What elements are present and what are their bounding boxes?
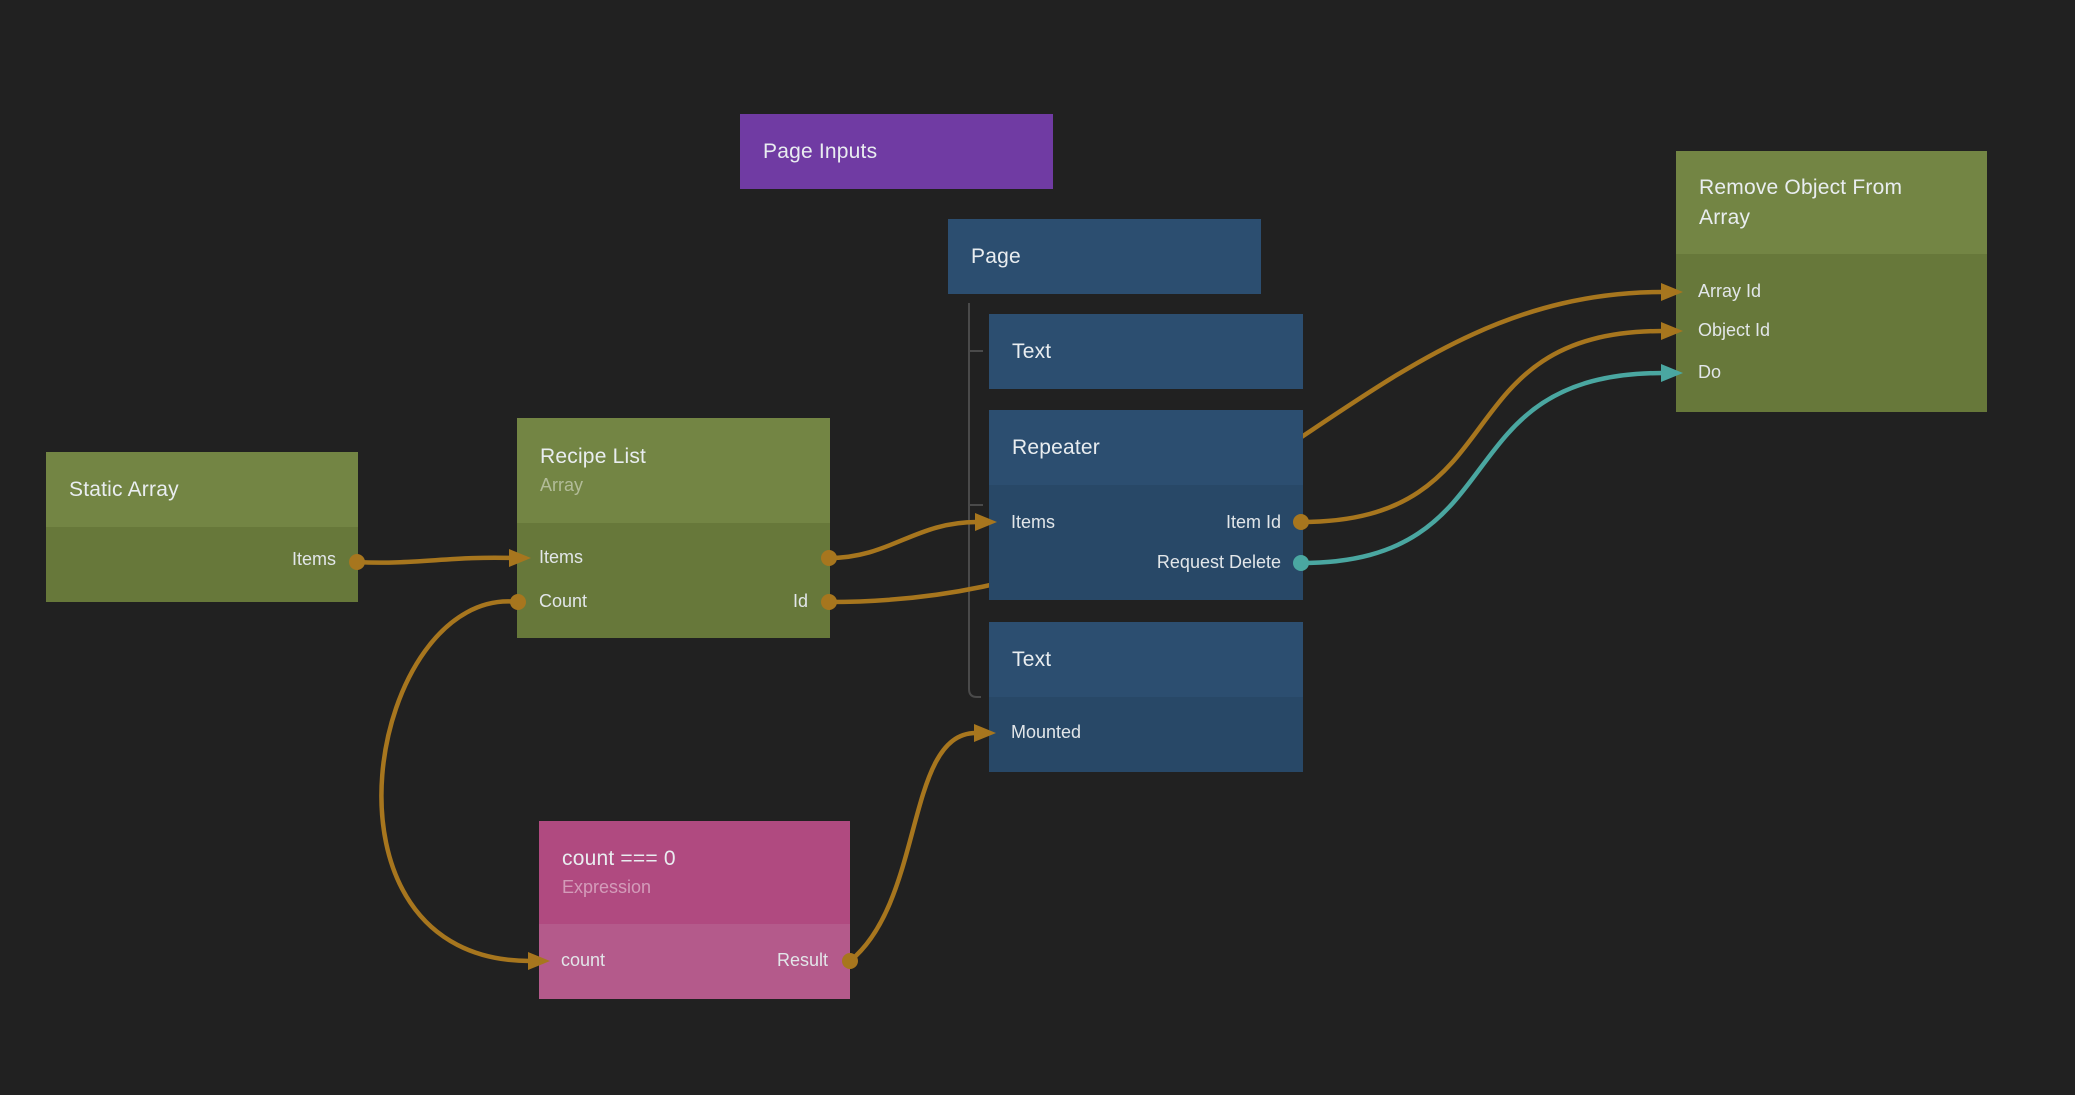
node-expression[interactable]: count === 0 Expression count Result	[539, 821, 850, 999]
node-header: count === 0 Expression	[539, 821, 850, 924]
wire-expression-result-to-text-mounted[interactable]	[847, 730, 979, 964]
node-type-label: Expression	[562, 877, 652, 897]
node-title: Recipe List	[540, 445, 647, 468]
port-expression-result[interactable]: Result	[776, 950, 828, 970]
node-header: Page Inputs	[740, 114, 1053, 189]
wire-repeater-requestdelete-to-do[interactable]	[1298, 370, 1666, 566]
wire-repeater-itemid-to-objectid[interactable]	[1298, 328, 1666, 525]
node-header: Recipe List Array	[517, 418, 830, 523]
node-header: Repeater	[989, 410, 1303, 485]
node-title: Repeater	[1012, 435, 1100, 459]
port-remove-object-id[interactable]: Object Id	[1698, 320, 1771, 340]
node-header: Text	[989, 622, 1303, 697]
node-header: Static Array	[46, 452, 358, 527]
port-remove-array-id[interactable]: Array Id	[1698, 281, 1762, 301]
wire-staticarray-items-to-recipelist-items[interactable]	[354, 555, 514, 565]
hierarchy-tree-line	[968, 303, 983, 698]
node-title: Static Array	[69, 477, 179, 501]
port-row: Items	[46, 539, 358, 580]
port-expression-count[interactable]: count	[561, 950, 606, 970]
port-recipelist-count[interactable]: Count	[539, 591, 588, 611]
port-recipelist-id[interactable]: Id	[792, 591, 808, 611]
node-header: Text	[989, 314, 1303, 389]
node-page[interactable]: Page	[948, 219, 1261, 294]
port-repeater-items[interactable]: Items	[1011, 512, 1056, 532]
node-page-inputs[interactable]: Page Inputs	[740, 114, 1053, 189]
node-repeater[interactable]: Repeater Items Item Id Request Delete	[989, 410, 1303, 600]
node-title: count === 0	[562, 847, 676, 870]
port-row: Array Id	[1676, 271, 1987, 312]
port-text2-mounted[interactable]: Mounted	[1011, 722, 1082, 742]
port-repeater-request-delete[interactable]: Request Delete	[1156, 552, 1281, 572]
port-row: Object Id	[1676, 310, 1987, 351]
port-repeater-item-id[interactable]: Item Id	[1225, 512, 1281, 532]
port-remove-do[interactable]: Do	[1698, 362, 1722, 382]
node-header: Remove Object From Array	[1676, 151, 1987, 254]
port-row: Count Id	[517, 581, 830, 622]
node-remove-object-from-array[interactable]: Remove Object From Array Array Id Object…	[1676, 151, 1987, 412]
port-row: Items Item Id	[989, 502, 1303, 543]
node-text-1[interactable]: Text	[989, 314, 1303, 389]
node-title: Page Inputs	[763, 139, 878, 163]
port-staticarray-items[interactable]: Items	[291, 549, 336, 569]
node-static-array[interactable]: Static Array Items	[46, 452, 358, 602]
port-row: count Result	[539, 940, 850, 981]
port-row: Mounted	[989, 712, 1303, 753]
node-title: Text	[1012, 339, 1052, 363]
wire-recipelist-items-to-repeater-items[interactable]	[826, 519, 980, 561]
node-type-label: Array	[540, 475, 584, 495]
wire-recipelist-count-to-expression-count[interactable]	[379, 599, 533, 964]
port-row: Do	[1676, 352, 1987, 393]
node-title: Remove Object From Array	[1699, 175, 1903, 229]
port-recipelist-items[interactable]: Items	[539, 547, 584, 567]
port-row: Items	[517, 537, 830, 578]
node-header: Page	[948, 219, 1261, 294]
port-row: Request Delete	[989, 542, 1303, 583]
node-recipe-list[interactable]: Recipe List Array Items Count Id	[517, 418, 830, 638]
node-text-2[interactable]: Text Mounted	[989, 622, 1303, 772]
node-title: Text	[1012, 647, 1052, 671]
node-title: Page	[971, 244, 1021, 268]
